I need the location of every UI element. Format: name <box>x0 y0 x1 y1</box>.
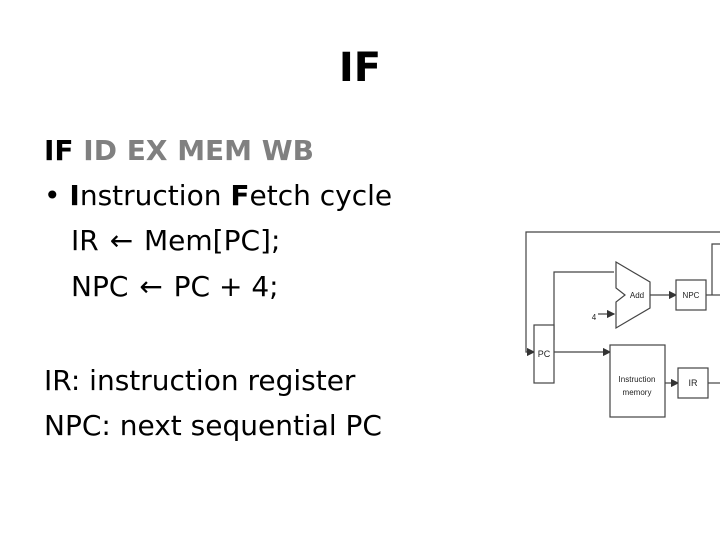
ir-dest: IR <box>71 224 99 257</box>
bullet-instruction-fetch: • Instruction Fetch cycle <box>44 176 392 216</box>
ir-box-label: IR <box>689 378 699 388</box>
pipeline-stage-strip: IF ID EX MEM WB <box>44 131 314 171</box>
bullet-initial-f: F <box>230 179 250 212</box>
definition-npc: NPC: next sequential PC <box>44 409 382 442</box>
ir-assignment: IR ← Mem[PC]; <box>71 221 280 261</box>
bullet-marker: • <box>44 179 61 212</box>
npc-dest: NPC <box>71 270 129 303</box>
slide-title: IF <box>338 45 382 91</box>
ir-register <box>677 367 709 399</box>
bullet-word2-rest: etch cycle <box>249 179 393 212</box>
adder-unit <box>615 260 651 330</box>
npc-assignment: NPC ← PC + 4; <box>71 267 279 307</box>
imem-label-line2: memory <box>623 388 652 397</box>
pc-label: PC <box>538 349 551 359</box>
definition-ir: IR: instruction register <box>44 364 356 397</box>
stage-if: IF <box>44 134 74 167</box>
left-arrow-icon: ← <box>139 270 163 303</box>
stage-mem: MEM <box>177 134 253 167</box>
pc-to-adder-wire <box>553 271 614 340</box>
npc-loop-wire <box>711 243 720 295</box>
left-arrow-icon: ← <box>109 224 134 257</box>
bullet-initial-i: I <box>69 179 80 212</box>
npc-source: PC + 4; <box>173 270 279 303</box>
stage-wb: WB <box>261 134 315 167</box>
feedback-wire <box>525 231 720 357</box>
npc-box-label: NPC <box>683 291 700 300</box>
imem-label-line1: Instruction <box>619 375 656 384</box>
bullet-word1-rest: nstruction <box>79 179 231 212</box>
stage-ex: EX <box>126 134 168 167</box>
ir-source: Mem[PC]; <box>144 224 281 257</box>
adder-label: Add <box>630 291 644 300</box>
pc-register <box>533 324 555 384</box>
const-4-label: 4 <box>592 313 597 322</box>
stage-id: ID <box>83 134 117 167</box>
npc-register <box>675 279 707 311</box>
instruction-memory <box>609 344 666 418</box>
